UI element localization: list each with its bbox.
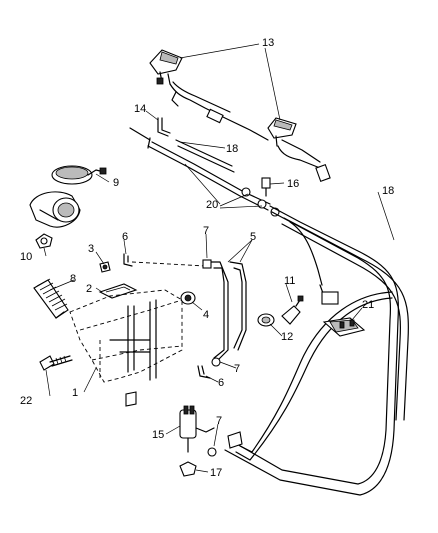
callout-6-upper: 6 bbox=[122, 231, 128, 243]
callout-7-upper: 7 bbox=[203, 225, 209, 237]
callout-labels: 13 14 18 9 16 18 20 6 7 5 3 10 8 11 2 21… bbox=[20, 37, 394, 479]
level-sensor-11 bbox=[281, 295, 304, 325]
washer-hose-lower bbox=[235, 291, 393, 461]
callout-3: 3 bbox=[88, 243, 94, 255]
hose-route-dotted bbox=[131, 261, 207, 267]
callout-16: 16 bbox=[287, 178, 299, 190]
callout-17: 17 bbox=[210, 467, 222, 479]
callout-5: 5 bbox=[250, 231, 256, 243]
connector-21 bbox=[322, 317, 366, 337]
bolt-22 bbox=[39, 355, 73, 371]
seal-12 bbox=[257, 313, 275, 327]
corrugated-hose-8 bbox=[33, 278, 69, 319]
callout-18-right: 18 bbox=[382, 185, 394, 197]
washer-hose-18-long bbox=[224, 205, 409, 496]
hose-fitting-16 bbox=[261, 177, 271, 197]
hose-connector-14 bbox=[157, 117, 171, 137]
connector-6-lower bbox=[197, 365, 211, 379]
grommet-10 bbox=[35, 233, 53, 249]
callout-9: 9 bbox=[113, 177, 119, 189]
clip-7-upper bbox=[202, 259, 212, 269]
washer-pump-15 bbox=[179, 405, 215, 453]
clip-3 bbox=[99, 261, 111, 273]
nozzle-hose-upper bbox=[169, 81, 331, 182]
grommet-4 bbox=[180, 291, 196, 305]
washer-hose-18-upper bbox=[129, 127, 280, 217]
washer-nozzle-left bbox=[149, 49, 183, 85]
callout-13: 13 bbox=[262, 37, 274, 49]
reservoir-cap-9 bbox=[51, 165, 107, 185]
washer-reservoir-1 bbox=[69, 289, 183, 407]
callout-8: 8 bbox=[70, 273, 76, 285]
callout-4: 4 bbox=[203, 309, 209, 321]
hose-5 bbox=[209, 261, 247, 363]
callout-7-lower: 7 bbox=[216, 415, 222, 427]
filler-neck bbox=[29, 191, 81, 228]
check-valve bbox=[227, 431, 243, 449]
callout-2: 2 bbox=[86, 283, 92, 295]
callout-18-upper: 18 bbox=[226, 143, 238, 155]
washer-nozzle-right bbox=[267, 117, 297, 147]
grommet-17 bbox=[179, 461, 197, 477]
callout-22: 22 bbox=[20, 395, 32, 407]
callout-21: 21 bbox=[362, 299, 374, 311]
callout-15: 15 bbox=[152, 429, 164, 441]
callout-14: 14 bbox=[134, 103, 146, 115]
connector-6-upper bbox=[123, 253, 133, 267]
clip-7-lower bbox=[207, 447, 217, 457]
callout-6-lower: 6 bbox=[218, 377, 224, 389]
level-sensor-plate-2 bbox=[98, 283, 138, 299]
callout-11: 11 bbox=[284, 275, 295, 287]
clip-7-middle bbox=[211, 357, 221, 367]
callout-20: 20 bbox=[206, 199, 218, 211]
callout-10: 10 bbox=[20, 251, 32, 263]
leader-lines bbox=[43, 43, 395, 473]
callout-12: 12 bbox=[281, 331, 293, 343]
callout-7-middle: 7 bbox=[234, 363, 240, 375]
callout-1: 1 bbox=[72, 387, 78, 399]
